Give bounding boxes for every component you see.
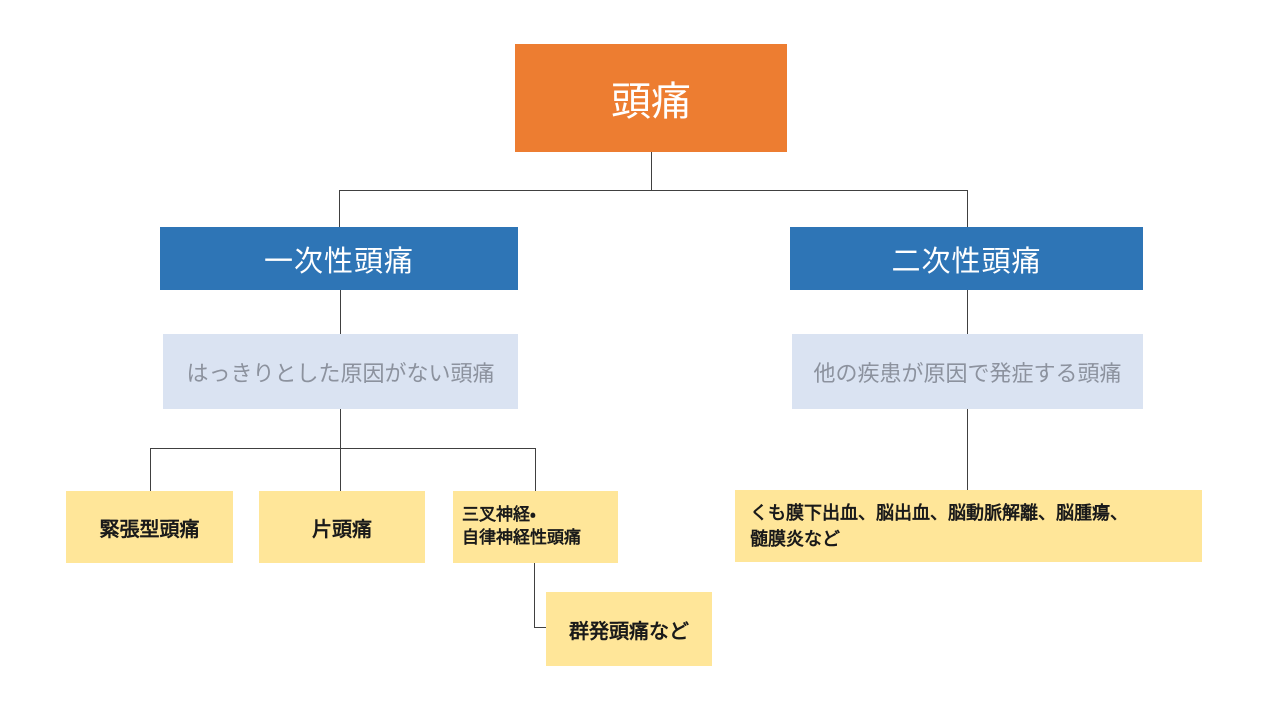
node-secondary-causes-line1: くも膜下出血、脳出血、脳動脈解離、脳腫瘍、 [750, 502, 1128, 523]
connector-top-horizontal [339, 190, 968, 191]
node-migraine: 片頭痛 [259, 491, 425, 563]
node-cluster-headache-label: 群発頭痛など [569, 620, 689, 643]
connector-tension-drop [150, 448, 151, 491]
node-headache-root: 頭痛 [515, 44, 787, 152]
node-primary-headache-label: 一次性頭痛 [263, 245, 414, 278]
node-primary-headache: 一次性頭痛 [160, 227, 518, 290]
node-tension-headache: 緊張型頭痛 [66, 491, 233, 563]
connector-cluster-elbow [534, 627, 547, 628]
node-secondary-headache: 二次性頭痛 [790, 227, 1143, 290]
connector-primary-drop [339, 190, 340, 227]
node-secondary-causes: くも膜下出血、脳出血、脳動脈解離、脳腫瘍、 髄膜炎など [735, 490, 1202, 562]
node-tac-label-line2: 自律神経性頭痛 [462, 528, 581, 547]
node-migraine-label: 片頭痛 [312, 518, 372, 541]
connector-root-stem [651, 152, 652, 191]
connector-secondary-note [967, 290, 968, 334]
node-tac-label-line1: 三叉神経・ [462, 505, 536, 525]
note-primary-headache-text: はっきりとした原因がない頭痛 [186, 360, 495, 386]
connector-primary-split-stem [340, 409, 341, 491]
note-secondary-headache: 他の疾患が原因で発症する頭痛 [792, 334, 1143, 409]
note-secondary-headache-text: 他の疾患が原因で発症する頭痛 [813, 360, 1122, 386]
connector-tac-drop [535, 448, 536, 491]
node-trigeminal-autonomic-headache: 三叉神経・ 自律神経性頭痛 [453, 491, 618, 563]
connector-cluster-vertical [534, 563, 535, 628]
connector-secondary-drop [967, 190, 968, 227]
connector-primary-note [340, 290, 341, 334]
node-tension-headache-label: 緊張型頭痛 [99, 518, 200, 541]
node-secondary-headache-label: 二次性頭痛 [891, 245, 1042, 278]
node-secondary-causes-line2: 髄膜炎など [750, 529, 840, 549]
node-headache-root-label: 頭痛 [611, 80, 691, 124]
connector-secondary-leaf [967, 409, 968, 490]
note-primary-headache: はっきりとした原因がない頭痛 [163, 334, 518, 409]
node-cluster-headache: 群発頭痛など [546, 592, 712, 666]
connector-split-horizontal [150, 448, 536, 449]
